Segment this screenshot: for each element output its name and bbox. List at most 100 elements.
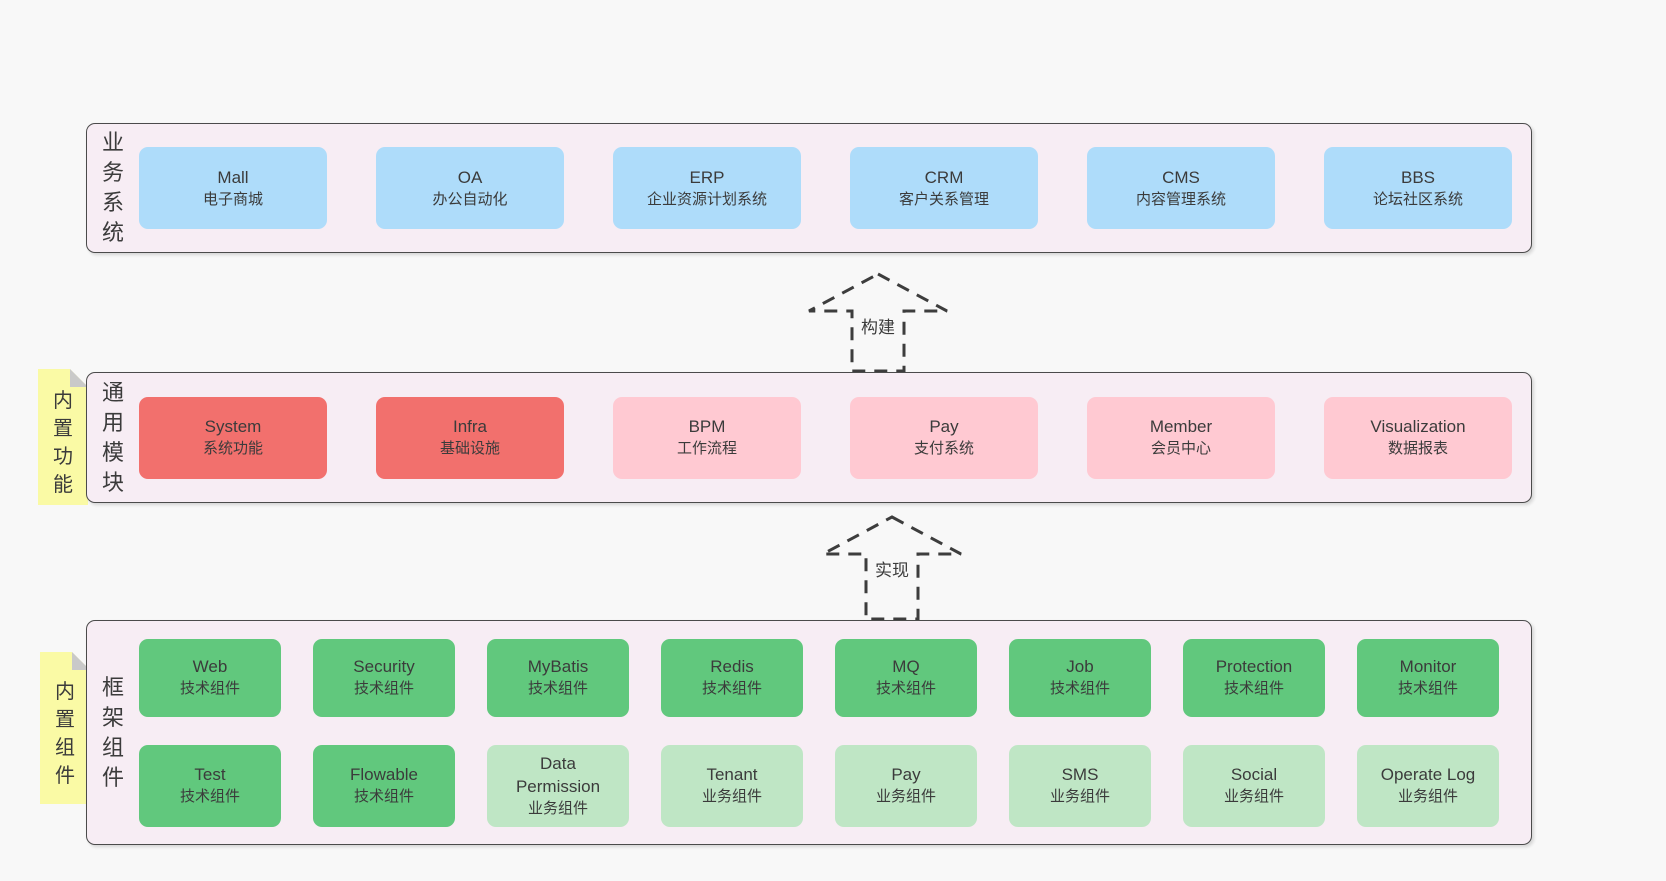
- module-box-bpm: BPM 工作流程: [613, 396, 801, 479]
- box-title: Job: [1066, 657, 1094, 676]
- box-title: Member: [1149, 417, 1213, 436]
- component-box-web: Web 技术组件: [139, 638, 281, 717]
- system-box-mall: Mall 电子商城: [139, 147, 327, 229]
- box-subtitle: 企业资源计划系统: [646, 190, 767, 208]
- component-box-test: Test 技术组件: [139, 744, 281, 827]
- box-title: Protection: [1215, 657, 1293, 676]
- module-box-pay: Pay 支付系统: [850, 396, 1038, 479]
- box-title: SMS: [1061, 765, 1099, 784]
- box-subtitle: 业务组件: [1223, 788, 1284, 805]
- component-box-redis: Redis 技术组件: [661, 638, 803, 717]
- component-box-tenant: Tenant 业务组件: [661, 744, 803, 827]
- box-title: BPM: [688, 417, 726, 436]
- common-modules-band: 通用模块 System 系统功能 Infra 基础设施 BPM 工作流程 Pay: [86, 372, 1532, 503]
- component-box-mybatis: MyBatis 技术组件: [487, 638, 629, 717]
- box-title: Flowable: [349, 765, 419, 784]
- box-title: Pay: [929, 417, 959, 436]
- business-systems-band: 业务系统 Mall 电子商城 OA 办公自动化 ERP 企业资源计划系统 CRM: [86, 123, 1532, 253]
- box-title: Infra: [452, 417, 488, 436]
- box-title: Redis: [710, 657, 754, 676]
- builtin-features-note: 内置功能: [38, 369, 88, 505]
- box-title: Mall: [217, 167, 249, 187]
- box-title: Operate Log: [1380, 765, 1476, 784]
- band-label-text: 业务系统: [101, 130, 124, 245]
- box-subtitle: 技术组件: [353, 680, 414, 697]
- implement-arrow-label: 实现: [872, 556, 912, 581]
- box-subtitle: 系统功能: [202, 440, 263, 457]
- module-box-visualization: Visualization 数据报表: [1324, 396, 1512, 479]
- component-box-protection: Protection 技术组件: [1183, 638, 1325, 717]
- module-box-infra: Infra 基础设施: [376, 396, 564, 479]
- box-subtitle: 业务组件: [1397, 788, 1458, 805]
- implement-arrow: 实现: [820, 515, 964, 620]
- box-subtitle: 基础设施: [439, 440, 500, 457]
- box-subtitle: 技术组件: [353, 788, 414, 805]
- box-title: Data Permission: [515, 753, 601, 796]
- box-title: Visualization: [1370, 417, 1466, 436]
- box-subtitle: 工作流程: [676, 440, 737, 457]
- component-box-mq: MQ 技术组件: [835, 638, 977, 717]
- build-arrow-label: 构建: [858, 313, 898, 338]
- band-label: 框架组件: [87, 621, 139, 844]
- box-subtitle: 技术组件: [527, 680, 588, 697]
- component-box-monitor: Monitor 技术组件: [1357, 638, 1499, 717]
- builtin-components-note: 内置组件: [40, 652, 90, 804]
- dashed-up-arrow-icon: [822, 515, 962, 620]
- box-subtitle: 业务组件: [875, 788, 936, 805]
- component-box-data-permission: Data Permission 业务组件: [487, 744, 629, 827]
- box-title: Tenant: [706, 765, 758, 784]
- box-subtitle: 技术组件: [179, 680, 240, 697]
- component-box-security: Security 技术组件: [313, 638, 455, 717]
- dashed-up-arrow-icon: [808, 272, 948, 372]
- box-subtitle: 技术组件: [1397, 680, 1458, 697]
- box-subtitle: 业务组件: [527, 799, 588, 817]
- box-subtitle: 电子商城: [202, 190, 263, 208]
- band-label: 业务系统: [87, 124, 139, 252]
- box-title: BBS: [1400, 167, 1436, 187]
- system-box-cms: CMS 内容管理系统: [1087, 147, 1275, 229]
- build-arrow: 构建: [806, 272, 950, 372]
- box-subtitle: 客户关系管理: [898, 190, 989, 208]
- band-label: 通用模块: [87, 373, 139, 502]
- band-label-text: 框架组件: [101, 674, 124, 790]
- box-subtitle: 办公自动化: [432, 190, 508, 208]
- box-title: OA: [457, 167, 483, 187]
- component-box-operate-log: Operate Log 业务组件: [1357, 744, 1499, 827]
- box-subtitle: 技术组件: [701, 680, 762, 697]
- box-title: MyBatis: [527, 657, 589, 676]
- system-box-oa: OA 办公自动化: [376, 147, 564, 229]
- system-box-crm: CRM 客户关系管理: [850, 147, 1038, 229]
- box-title: Monitor: [1399, 657, 1457, 676]
- component-box-social: Social 业务组件: [1183, 744, 1325, 827]
- box-subtitle: 技术组件: [1049, 680, 1110, 697]
- box-subtitle: 业务组件: [1049, 788, 1110, 805]
- box-title: Test: [194, 765, 226, 784]
- box-title: Pay: [891, 765, 921, 784]
- box-subtitle: 技术组件: [875, 680, 936, 697]
- component-box-job: Job 技术组件: [1009, 638, 1151, 717]
- box-title: Social: [1230, 765, 1278, 784]
- box-title: ERP: [689, 167, 725, 187]
- note-label: 内置组件: [55, 681, 75, 787]
- box-subtitle: 支付系统: [913, 440, 974, 457]
- module-box-member: Member 会员中心: [1087, 396, 1275, 479]
- framework-components-band: 框架组件 Web 技术组件 Security 技术组件 MyBatis 技术组件…: [86, 620, 1532, 845]
- note-label: 内置功能: [53, 390, 73, 496]
- box-subtitle: 技术组件: [1223, 680, 1284, 697]
- box-subtitle: 论坛社区系统: [1372, 190, 1463, 208]
- component-box-sms: SMS 业务组件: [1009, 744, 1151, 827]
- box-subtitle: 内容管理系统: [1135, 190, 1226, 208]
- box-title: CRM: [924, 167, 964, 187]
- band-label-text: 通用模块: [101, 379, 124, 495]
- box-title: System: [204, 417, 262, 436]
- box-subtitle: 会员中心: [1150, 440, 1211, 457]
- system-box-erp: ERP 企业资源计划系统: [613, 147, 801, 229]
- box-title: CMS: [1162, 167, 1200, 187]
- component-box-pay: Pay 业务组件: [835, 744, 977, 827]
- box-title: Web: [192, 657, 228, 676]
- box-subtitle: 技术组件: [179, 788, 240, 805]
- component-box-flowable: Flowable 技术组件: [313, 744, 455, 827]
- module-box-system: System 系统功能: [139, 396, 327, 479]
- box-title: Security: [353, 657, 415, 676]
